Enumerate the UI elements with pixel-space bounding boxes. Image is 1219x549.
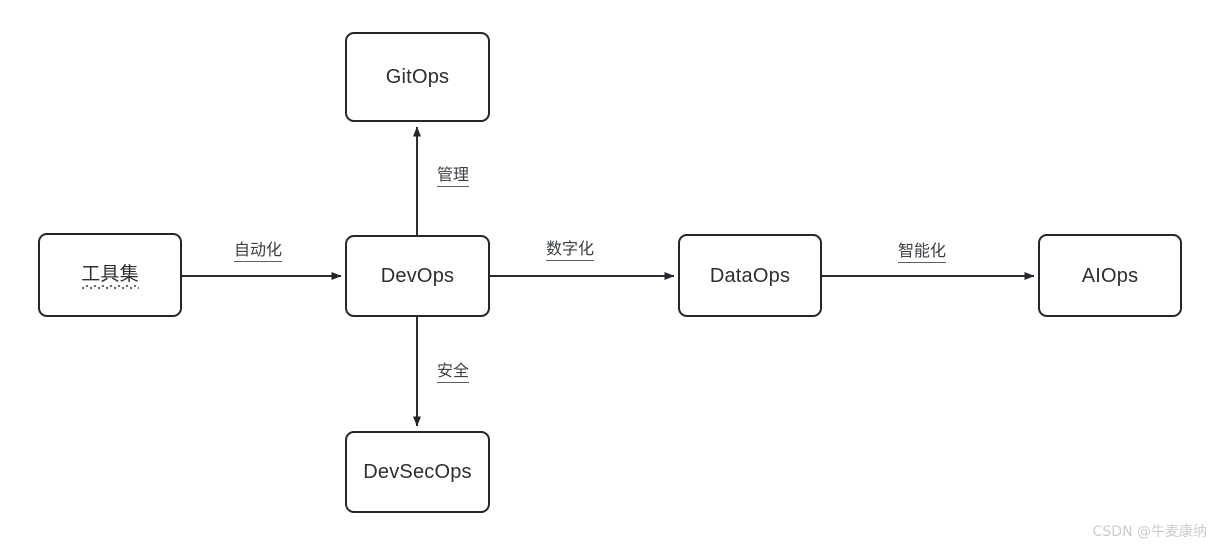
node-gitops-label: GitOps: [385, 66, 450, 88]
edge-label-automation: 自动化: [234, 241, 283, 262]
node-aiops-label: AIOps: [1081, 264, 1139, 287]
edge-label-security: 安全: [437, 362, 470, 383]
node-dataops-label: DataOps: [709, 264, 791, 287]
node-devops-label: DevOps: [380, 265, 455, 287]
edge-label-manage: 管理: [437, 166, 470, 187]
node-devsecops-label: DevSecOps: [363, 461, 472, 483]
node-devops[interactable]: DevOps: [345, 235, 490, 317]
edge-label-intelligence: 智能化: [898, 242, 947, 263]
node-devsecops[interactable]: DevSecOps: [345, 431, 490, 513]
node-gitops[interactable]: GitOps: [345, 32, 490, 122]
node-dataops[interactable]: DataOps: [678, 234, 822, 317]
csdn-watermark: CSDN @牛麦康纳: [1092, 524, 1207, 540]
node-toolset[interactable]: 工具集: [38, 233, 182, 317]
edge-label-digitalization: 数字化: [546, 240, 595, 261]
node-toolset-label: 工具集: [81, 262, 139, 289]
node-aiops[interactable]: AIOps: [1038, 234, 1182, 317]
